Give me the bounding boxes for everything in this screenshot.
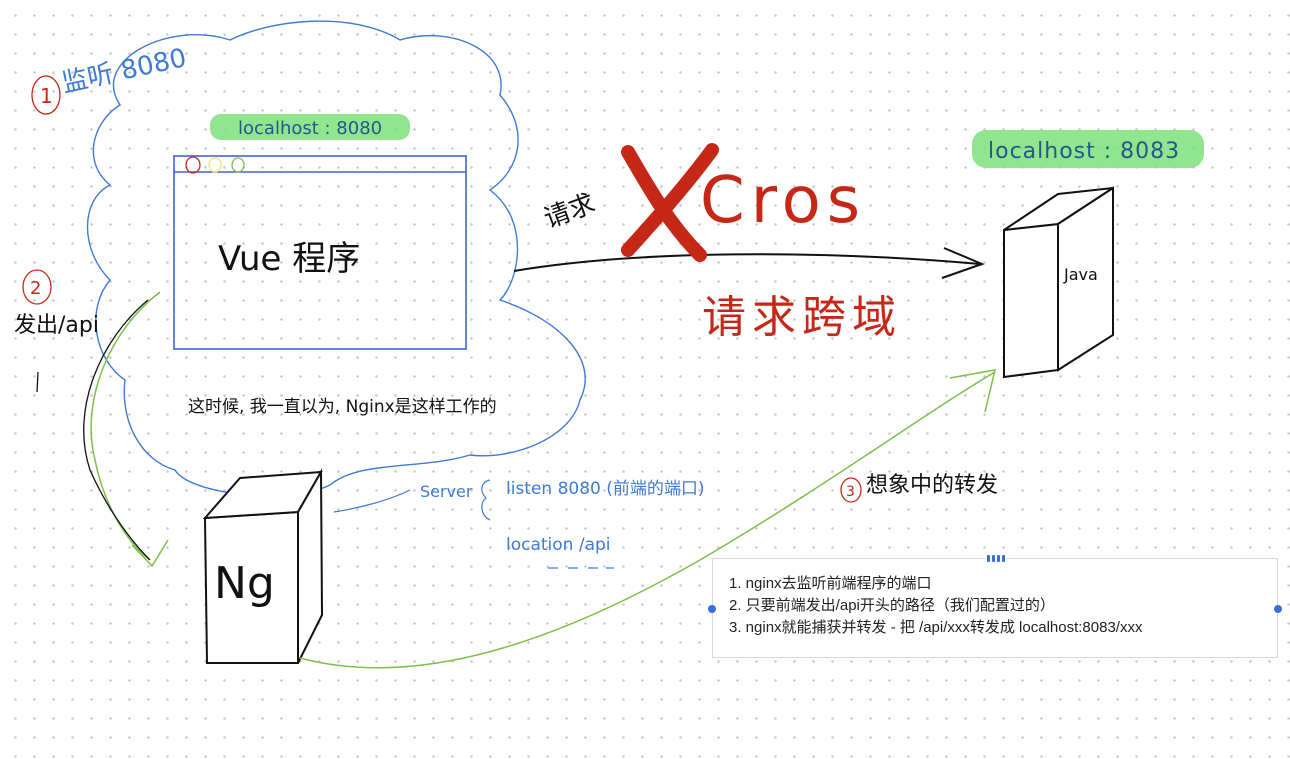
cross-domain-label: 请求跨域 bbox=[702, 292, 902, 343]
browser-window bbox=[173, 155, 467, 350]
step1-number: 1 bbox=[40, 84, 53, 108]
request-arrowhead bbox=[941, 247, 985, 279]
resize-handle-left[interactable] bbox=[708, 605, 716, 613]
thought-cloud bbox=[86, 20, 586, 497]
sticky-note[interactable]: 1. nginx去监听前端程序的端口 2. 只要前端发出/api开头的路径（我们… bbox=[708, 554, 1282, 658]
step1-circle bbox=[31, 75, 61, 115]
step2-circle bbox=[22, 269, 52, 305]
assumption-text: 这时候, 我一直以为, Nginx是这样工作的 bbox=[188, 397, 497, 417]
ng-to-java-arrow bbox=[299, 371, 996, 669]
listen-line: listen 8080 (前端的端口) bbox=[506, 479, 705, 499]
vue-to-ng-arrow bbox=[90, 291, 161, 561]
step1-text: 监听 8080 bbox=[59, 43, 189, 99]
location-line: location /api bbox=[506, 535, 611, 555]
ng-server-side bbox=[297, 468, 324, 664]
ng-label: Ng bbox=[214, 558, 275, 609]
note-list: 1. nginx去监听前端程序的端口 2. 只要前端发出/api开头的路径（我们… bbox=[729, 573, 1277, 639]
vue-to-ng-arrowhead bbox=[131, 539, 169, 568]
big-red-x-icon-stroke2 bbox=[621, 143, 719, 257]
step2-text: 发出/api bbox=[14, 313, 99, 338]
java-server-side bbox=[1057, 186, 1114, 372]
request-arrow bbox=[513, 253, 981, 272]
request-word: 请求 bbox=[540, 189, 599, 235]
resize-handle-right[interactable] bbox=[1274, 605, 1282, 613]
step3-text: 想象中的转发 bbox=[866, 473, 998, 498]
java-host-label: localhost : 8083 bbox=[988, 139, 1180, 164]
minimize-dot-icon bbox=[208, 157, 222, 173]
vue-program-label: Vue 程序 bbox=[218, 239, 360, 279]
step2-number: 2 bbox=[30, 278, 41, 299]
vue-host-label: localhost : 8080 bbox=[238, 118, 382, 139]
note-item: 3. nginx就能捕获并转发 - 把 /api/xxx转发成 localhos… bbox=[729, 619, 1143, 636]
java-host-highlight bbox=[972, 130, 1204, 168]
ng-config-connector bbox=[333, 489, 411, 513]
drag-grip-icon[interactable] bbox=[985, 554, 1007, 562]
maximize-dot-icon bbox=[231, 157, 245, 173]
vue-to-ng-black-stroke bbox=[83, 299, 151, 561]
step3-number: 3 bbox=[846, 484, 855, 500]
java-server-front bbox=[1003, 222, 1059, 379]
note-item: 2. 只要前端发出/api开头的路径（我们配置过的） bbox=[729, 597, 1055, 614]
step3-circle bbox=[840, 477, 862, 503]
close-dot-icon bbox=[185, 156, 201, 174]
vue-host-highlight bbox=[210, 114, 410, 140]
cros-label: Cros bbox=[700, 164, 866, 238]
note-item: 1. nginx去监听前端程序的端口 bbox=[729, 575, 932, 592]
server-word: Server bbox=[420, 482, 473, 501]
step2-tick bbox=[36, 371, 39, 393]
java-label: Java bbox=[1063, 265, 1098, 284]
server-config-brace bbox=[481, 479, 491, 521]
ng-to-java-arrowhead bbox=[949, 369, 996, 413]
